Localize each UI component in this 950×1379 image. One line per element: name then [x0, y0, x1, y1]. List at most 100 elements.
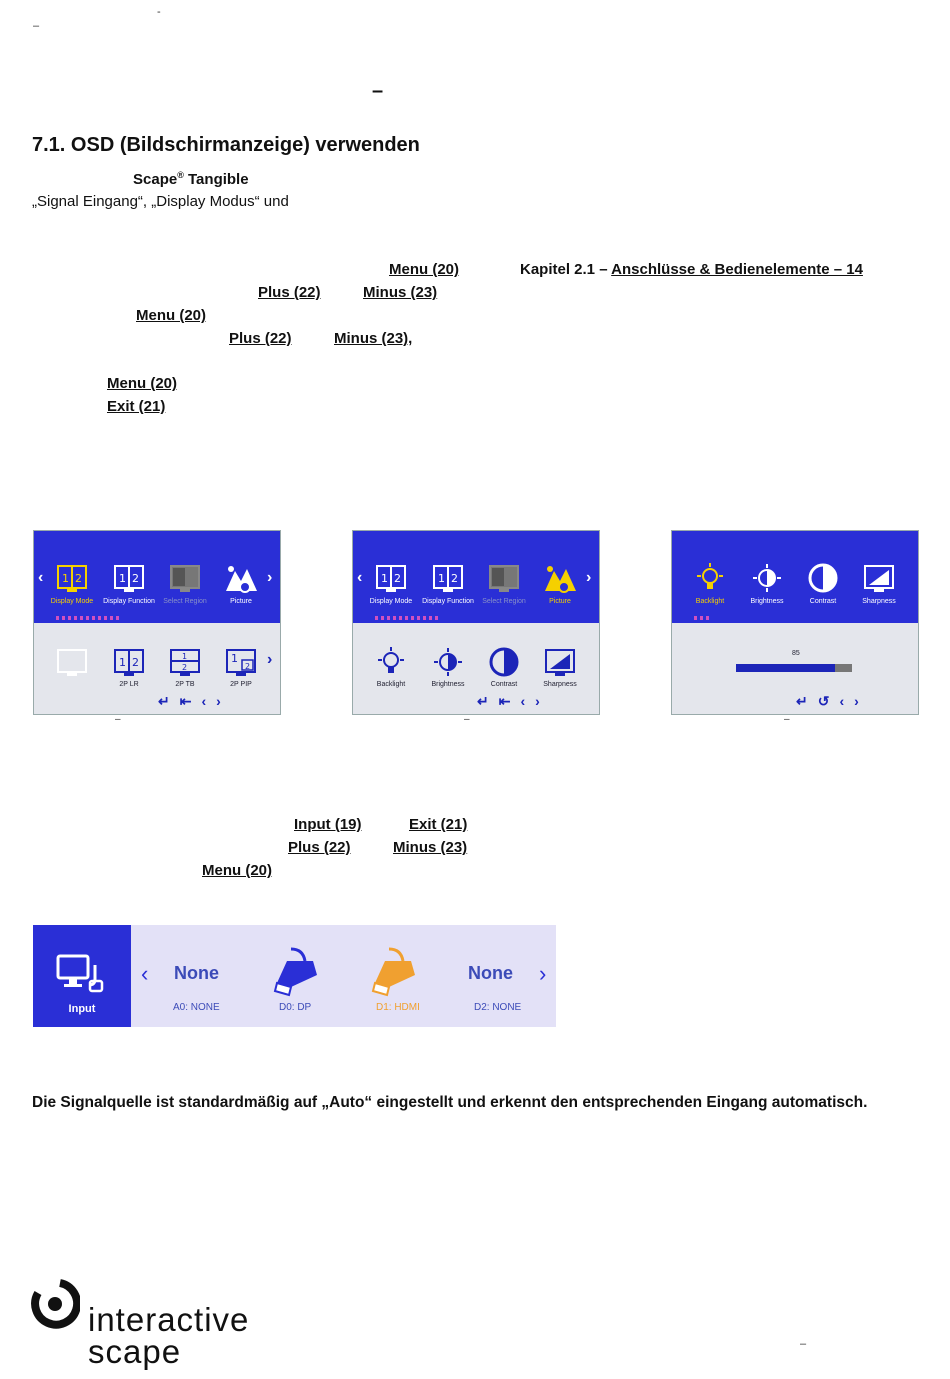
chevron-right-icon: › — [267, 651, 273, 668]
backlight-value: 85 — [792, 650, 800, 657]
figure-caption: – — [784, 714, 790, 725]
osd-label: Display Function — [103, 598, 155, 605]
backlight-slider[interactable] — [736, 664, 852, 672]
svg-text:1: 1 — [182, 652, 187, 661]
plus-button-ref[interactable]: Plus (22) — [288, 839, 351, 856]
single-screen-icon — [57, 649, 87, 676]
svg-text:1: 1 — [231, 652, 238, 665]
section-title: 7.1. OSD (Bildschirmanzeige) verwenden — [32, 134, 420, 156]
contrast-icon — [808, 563, 838, 593]
svg-text:1: 1 — [62, 572, 69, 585]
select-region-icon — [489, 565, 519, 592]
brand-name: Scape — [133, 171, 178, 188]
chevron-left-icon[interactable]: ‹ — [141, 961, 149, 986]
intro-line: „Signal Eingang“, „Display Modus“ und — [32, 193, 289, 210]
svg-text:2: 2 — [245, 662, 250, 671]
chevron-right-icon: › — [267, 569, 273, 586]
sharpness-icon — [545, 649, 575, 676]
osd-sub-label: Sharpness — [543, 681, 577, 688]
chevron-right-icon[interactable]: › — [539, 961, 547, 986]
interactive-scape-logo-icon — [31, 1279, 80, 1329]
osd-screenshot-backlight: Backlight Brightness Contrast Sharpness … — [671, 530, 919, 715]
chevron-left-icon: ‹ — [357, 569, 363, 586]
logo-wordmark: interactive scape — [88, 1303, 249, 1370]
source-port-active: D1: HDMI — [376, 1002, 420, 1013]
svg-text:1: 1 — [381, 572, 388, 585]
menu-button-ref[interactable]: Menu (20) — [107, 375, 178, 392]
backlight-icon — [378, 647, 404, 673]
menu-button-ref[interactable]: Menu (20) — [136, 307, 207, 324]
header-dash: - — [157, 6, 161, 18]
osd-sub-label: 2P TB — [175, 681, 195, 688]
source-name: None — [174, 963, 219, 983]
intro-product: Scape® Tangible — [133, 170, 249, 188]
backlight-icon — [697, 563, 723, 589]
figure-caption: – — [115, 714, 121, 725]
minus-button-ref[interactable]: Minus (23) — [363, 284, 438, 301]
osd-nav-icons: ↵↺‹› — [796, 693, 869, 709]
source-port: D0: DP — [279, 1002, 312, 1013]
chevron-right-icon: › — [586, 569, 592, 586]
svg-text:2: 2 — [394, 572, 401, 585]
two-picture-pip-icon: 12 — [226, 649, 256, 676]
minus-button-ref[interactable]: Minus (23) — [393, 839, 468, 856]
osd-picture-menu-bar: Backlight Brightness Contrast Sharpness — [672, 531, 918, 623]
header-dash: – — [33, 20, 40, 32]
svg-text:1: 1 — [438, 572, 445, 585]
osd-label: Display Mode — [50, 598, 94, 605]
osd-label: Sharpness — [862, 598, 896, 605]
contrast-icon — [489, 647, 519, 677]
menu-button-ref[interactable]: Menu (20) — [202, 862, 273, 879]
backlight-slider-fill — [736, 664, 835, 672]
osd-sub-label: 2P LR — [119, 681, 139, 688]
page-number-dash: – — [800, 1338, 807, 1350]
two-picture-tb-icon: 12 — [170, 649, 200, 676]
menu-button-ref[interactable]: Menu (20) — [389, 261, 460, 278]
osd-label: Backlight — [695, 598, 725, 605]
plus-button-ref[interactable]: Plus (22) — [229, 330, 292, 347]
osd-sub-label: Brightness — [431, 681, 465, 688]
select-region-icon — [170, 565, 200, 592]
minus-button-ref[interactable]: Minus (23), — [334, 330, 413, 347]
picture-icon — [226, 566, 257, 593]
osd-label: Select Region — [163, 598, 207, 605]
picture-icon — [545, 566, 576, 593]
computer-input-icon — [56, 954, 104, 993]
osd-label: Contrast — [809, 598, 837, 605]
exit-button-ref[interactable]: Exit (21) — [409, 816, 468, 833]
osd-sub-label: 2P PIP — [230, 681, 252, 688]
osd-label: Picture — [230, 598, 252, 605]
section-dash: – — [372, 80, 384, 102]
page-indicator — [375, 616, 441, 620]
osd-label: Select Region — [482, 598, 526, 605]
svg-text:1: 1 — [119, 572, 126, 585]
input-panel: Input — [33, 925, 131, 1027]
svg-text:2: 2 — [75, 572, 82, 585]
source-port: A0: NONE — [173, 1002, 220, 1013]
chapter-link[interactable]: Anschlüsse & Bedienelemente – 14 — [611, 261, 863, 278]
displayport-cable-icon — [273, 947, 317, 997]
osd-label: Display Mode — [369, 598, 413, 605]
osd-label: Brightness — [750, 598, 784, 605]
svg-text:2: 2 — [451, 572, 458, 585]
input-source-osd: Input ‹ None A0: NONE D0: DP D1: HDMI No… — [33, 925, 556, 1027]
logo-line: scape — [88, 1333, 182, 1370]
exit-button-ref[interactable]: Exit (21) — [107, 398, 166, 415]
osd-slider-panel: 85 ↵↺‹› — [672, 616, 918, 714]
osd-nav-icons: ↵⇤‹› — [158, 693, 231, 709]
product-name: Tangible — [183, 171, 249, 188]
plus-button-ref[interactable]: Plus (22) — [258, 284, 321, 301]
input-button-ref[interactable]: Input (19) — [294, 816, 362, 833]
chevron-left-icon: ‹ — [38, 569, 44, 586]
osd-nav-icons: ↵⇤‹› — [477, 693, 550, 709]
sharpness-icon — [864, 565, 894, 592]
brightness-icon — [753, 564, 781, 592]
